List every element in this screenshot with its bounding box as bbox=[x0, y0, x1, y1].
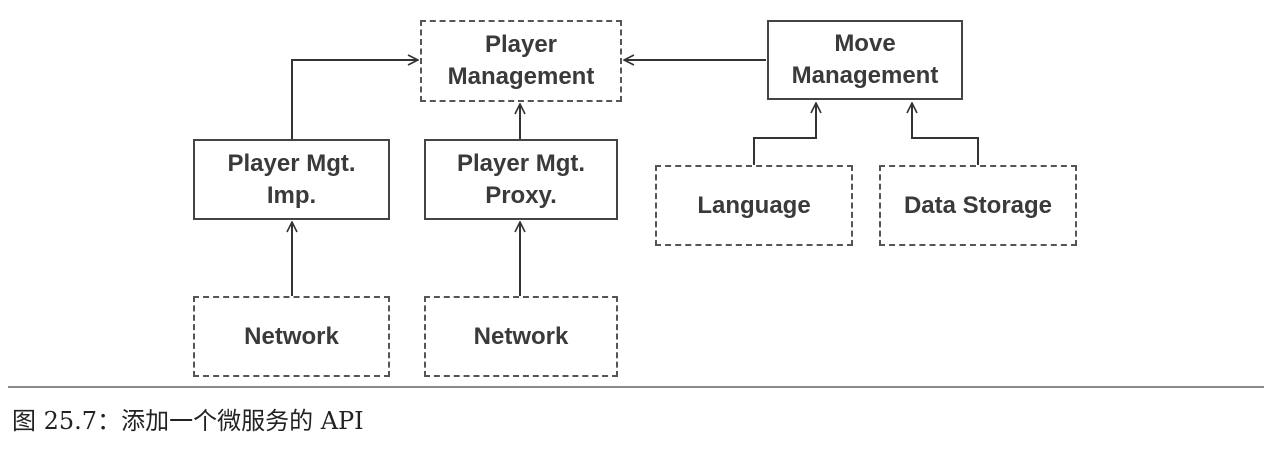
player-mgt-proxy-box: Player Mgt. Proxy. bbox=[424, 139, 618, 220]
network-left-box: Network bbox=[193, 296, 390, 377]
caption-divider bbox=[8, 386, 1264, 388]
edge-imp-to-player-management bbox=[291, 60, 418, 140]
network-left-label: Network bbox=[244, 322, 339, 350]
data-storage-label: Data Storage bbox=[903, 191, 1053, 219]
network-right-label: Network bbox=[473, 322, 569, 350]
move-management-box: Move Management bbox=[767, 20, 963, 100]
data-storage-box: Data Storage bbox=[879, 165, 1077, 246]
player-mgt-proxy-label: Player Mgt. Proxy. bbox=[456, 149, 586, 209]
move-management-label: Move Management bbox=[791, 30, 939, 89]
language-box: Language bbox=[655, 165, 853, 246]
player-management-box: Player Management bbox=[420, 20, 622, 102]
language-label: Language bbox=[697, 191, 811, 219]
player-mgt-imp-label: Player Mgt. Imp. bbox=[227, 149, 356, 209]
network-right-box: Network bbox=[424, 296, 618, 377]
player-mgt-imp-box: Player Mgt. Imp. bbox=[193, 139, 390, 220]
edge-language-to-move-management bbox=[753, 103, 816, 165]
player-management-label: Player Management bbox=[447, 31, 595, 90]
figure-caption: 图 25.7：添加一个微服务的 API bbox=[12, 407, 364, 435]
edge-data-storage-to-move-management bbox=[912, 103, 979, 165]
